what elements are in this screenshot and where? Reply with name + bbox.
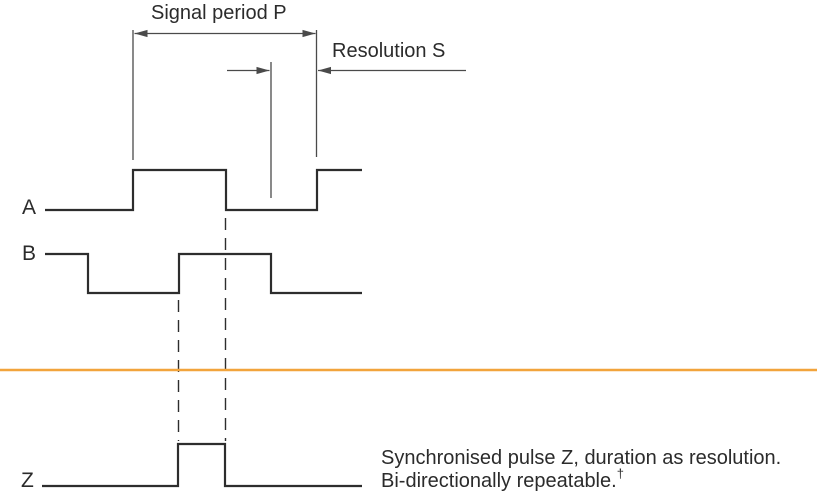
signal-b-waveform (45, 252, 362, 295)
signal-a-waveform (45, 168, 362, 212)
signal-a-label: A (22, 196, 37, 219)
pulse-note-line2-text: Bi-directionally repeatable. (381, 470, 617, 492)
pulse-note-line2: Bi-directionally repeatable.† (381, 467, 781, 493)
signal-z-label: Z (21, 469, 34, 492)
signal-z-waveform (42, 442, 362, 488)
dagger-mark: † (616, 466, 624, 482)
period-dimension-arrow-right-head-icon (302, 29, 316, 38)
signal-period-label: Signal period P (151, 2, 287, 24)
pulse-note-line1: Synchronised pulse Z, duration as resolu… (381, 447, 782, 469)
resolution-pointer-arrow-right-head-icon (256, 66, 270, 75)
resolution-label: Resolution S (332, 40, 446, 62)
resolution-dimension-arrow-left-head-icon (318, 66, 331, 75)
period-dimension-arrow-left-head-icon (134, 29, 148, 38)
pulse-note: Synchronised pulse Z, duration as resolu… (381, 447, 781, 493)
signal-b-label: B (22, 242, 37, 265)
